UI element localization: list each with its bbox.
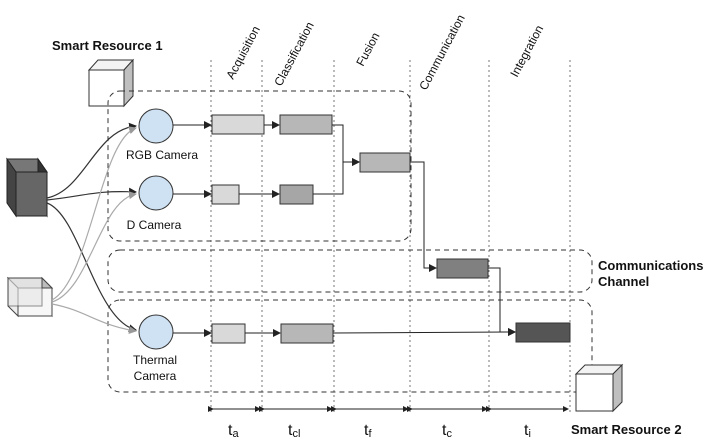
communications-channel-group xyxy=(107,249,593,293)
flow-arrows xyxy=(173,121,516,337)
sensor-device-dark-icon xyxy=(6,157,48,218)
communications-channel-label-line1: Communications xyxy=(598,258,703,273)
smart-resource-2-label: Smart Resource 2 xyxy=(571,422,682,437)
smart-resource-2-cube-icon xyxy=(574,363,624,413)
stage-label-integration: Integration xyxy=(507,23,546,80)
stage-label-fusion: Fusion xyxy=(353,30,382,68)
smart-resource-2-group xyxy=(107,299,593,393)
sensor-device-light-icon xyxy=(6,276,54,318)
thermal-camera-node xyxy=(138,314,174,350)
sensor-links-light xyxy=(51,126,137,334)
rgb-classification-box xyxy=(279,114,333,135)
smart-resource-1-cube-icon xyxy=(87,58,135,108)
d-camera-label: D Camera xyxy=(127,218,182,232)
d-camera-node xyxy=(138,175,174,211)
time-label-integration: ti xyxy=(524,422,531,440)
time-label-acquisition: ta xyxy=(228,422,239,440)
time-label-classification: tcl xyxy=(288,422,300,440)
stage-label-classification: Classification xyxy=(271,19,317,88)
rgb-camera-node xyxy=(138,108,174,144)
time-label-communication: tc xyxy=(442,422,452,440)
thermal-camera-label-line1: Thermal xyxy=(133,353,177,367)
stage-label-communication: Communication xyxy=(416,12,468,92)
smart-resource-1-label: Smart Resource 1 xyxy=(52,38,163,53)
sensor-links-dark xyxy=(46,122,137,333)
stage-separators xyxy=(210,60,571,415)
communication-box xyxy=(436,258,489,279)
rgb-camera-label: RGB Camera xyxy=(126,148,198,162)
thermal-camera-label-line2: Camera xyxy=(134,369,177,383)
stage-label-acquisition: Acquisition xyxy=(223,24,263,82)
thermal-classification-box xyxy=(280,323,334,344)
smart-resource-1-group xyxy=(107,90,412,242)
thermal-acquisition-box xyxy=(211,323,246,344)
d-classification-box xyxy=(279,184,314,205)
rgb-acquisition-box xyxy=(211,114,265,135)
communications-channel-label-line2: Channel xyxy=(598,274,649,289)
time-label-fusion: tf xyxy=(364,422,372,440)
d-acquisition-box xyxy=(211,184,240,205)
integration-box xyxy=(515,322,571,343)
fusion-box xyxy=(359,152,411,173)
